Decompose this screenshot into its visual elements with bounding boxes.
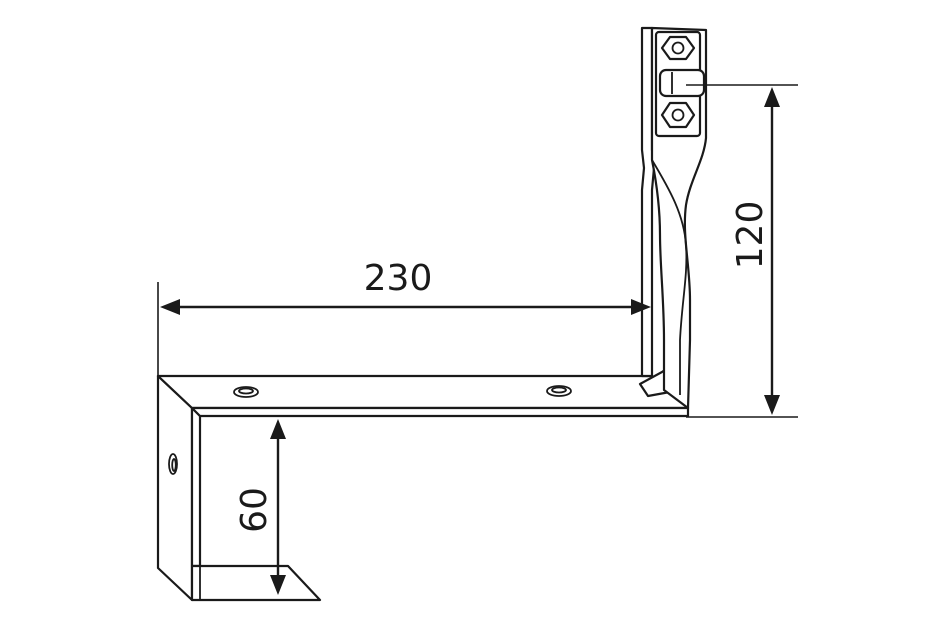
- horizontal-arm-front-face: [190, 406, 690, 418]
- arm-hole-right: [546, 385, 572, 397]
- arm-hole-left: [233, 386, 259, 398]
- left-leg-front-face: [190, 406, 202, 568]
- arrowhead-bottom: [764, 395, 780, 415]
- dimension-120: 120: [686, 84, 798, 418]
- dimension-230: 230: [157, 258, 653, 376]
- bottom-foot: [190, 564, 322, 602]
- leg-hole: [168, 453, 178, 475]
- dimension-label-230: 230: [364, 258, 433, 299]
- bottom-nut: [660, 101, 696, 129]
- top-nut: [660, 35, 696, 61]
- left-leg-side-face: [156, 374, 194, 602]
- arrowhead-right: [631, 299, 651, 315]
- arrowhead-top: [764, 87, 780, 107]
- arrowhead-60-top: [270, 419, 286, 439]
- clamp-spacer: [658, 68, 706, 98]
- dimension-label-60: 60: [234, 487, 275, 533]
- dimension-60: 60: [234, 419, 286, 595]
- arrowhead-left: [160, 299, 180, 315]
- arm-hole-right-inner: [551, 386, 567, 394]
- arm-hole-left-inner: [238, 387, 254, 395]
- bracket-part: [156, 26, 708, 602]
- upright-twist-edge: [651, 159, 688, 395]
- leg-hole-inner: [171, 458, 177, 472]
- dimension-label-120: 120: [730, 201, 771, 270]
- horizontal-arm-top-face: [156, 374, 690, 410]
- arrowhead-60-bottom: [270, 575, 286, 595]
